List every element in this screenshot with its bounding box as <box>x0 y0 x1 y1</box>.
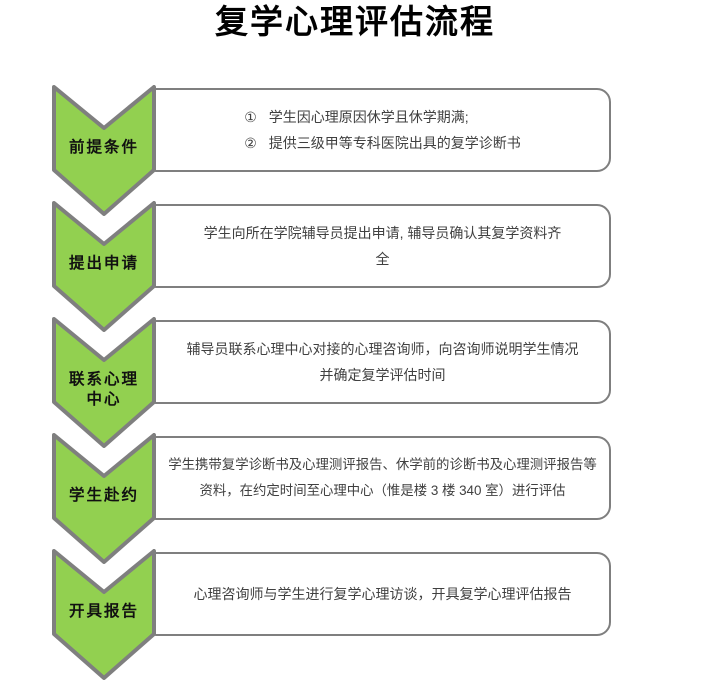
chevron-down-icon <box>52 433 156 564</box>
step-text-line: 学生携带复学诊断书及心理测评报告、休学前的诊断书及心理测评报告等 <box>168 457 597 472</box>
step-box: 辅导员联系心理中心对接的心理咨询师，向咨询师说明学生情况 并确定复学评估时间 <box>154 320 611 404</box>
step-chevron: 提出申请 <box>52 201 156 332</box>
chevron-down-icon <box>52 201 156 332</box>
step-text-line: ② 提供三级甲等专科医院出具的复学诊断书 <box>244 130 521 156</box>
step-text-line: 全 <box>375 251 390 267</box>
step-text-line: 学生向所在学院辅导员提出申请, 辅导员确认其复学资料齐 <box>203 225 562 241</box>
step-chevron: 开具报告 <box>52 549 156 680</box>
step-chevron: 前提条件 <box>52 85 156 216</box>
page-title: 复学心理评估流程 <box>215 5 495 41</box>
chevron-down-icon <box>52 317 156 448</box>
step-box: ① 学生因心理原因休学且休学期满; ② 提供三级甲等专科医院出具的复学诊断书 <box>154 88 611 172</box>
step-label: 联系心理 中心 <box>68 371 139 408</box>
list-item-text: 提供三级甲等专科医院出具的复学诊断书 <box>268 135 521 151</box>
step-list: ① 学生因心理原因休学且休学期满; ② 提供三级甲等专科医院出具的复学诊断书 <box>244 104 521 156</box>
step-box: 心理咨询师与学生进行复学心理访谈，开具复学心理评估报告 <box>154 552 611 636</box>
circled-number-icon: ① <box>244 109 257 125</box>
circled-number-icon: ② <box>244 135 257 151</box>
list-item-text: 学生因心理原因休学且休学期满; <box>268 109 469 125</box>
step-text-line: 资料，在约定时间至心理中心（惟是楼 3 楼 340 室）进行评估 <box>199 483 566 498</box>
step-chevron: 联系心理 中心 <box>52 317 156 448</box>
chevron-down-icon <box>52 85 156 216</box>
step-text-line: 心理咨询师与学生进行复学心理访谈，开具复学心理评估报告 <box>193 586 572 602</box>
step-text-line: ① 学生因心理原因休学且休学期满; <box>244 104 521 130</box>
step-box: 学生向所在学院辅导员提出申请, 辅导员确认其复学资料齐 全 <box>154 204 611 288</box>
step-label: 提出申请 <box>68 255 139 272</box>
step-chevron: 学生赴约 <box>52 433 156 564</box>
step-box: 学生携带复学诊断书及心理测评报告、休学前的诊断书及心理测评报告等 资料，在约定时… <box>154 436 611 520</box>
step-label: 开具报告 <box>68 603 139 620</box>
step-text-line: 辅导员联系心理中心对接的心理咨询师，向咨询师说明学生情况 <box>186 341 579 357</box>
chevron-down-icon <box>52 549 156 680</box>
step-label: 前提条件 <box>68 139 139 156</box>
step-label: 学生赴约 <box>68 487 139 504</box>
step-text-line: 并确定复学评估时间 <box>319 367 446 383</box>
